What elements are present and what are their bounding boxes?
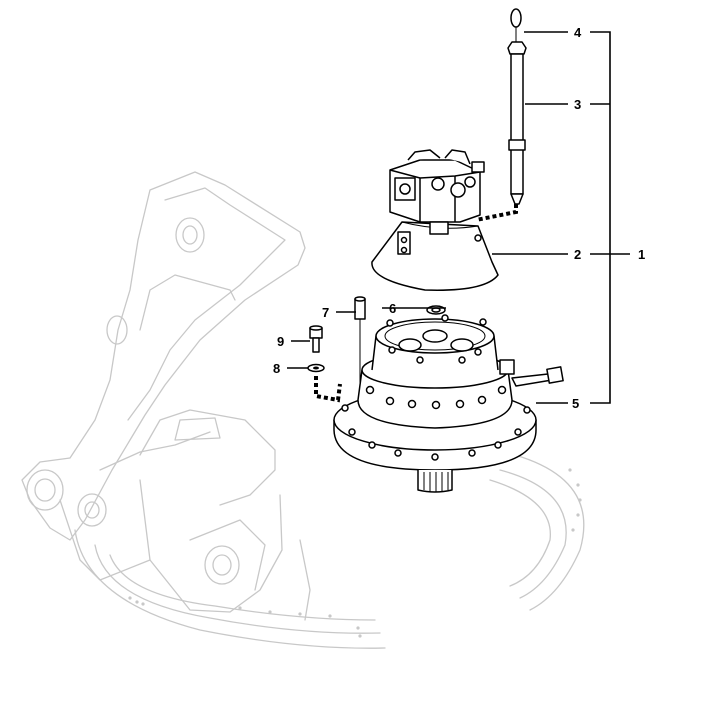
callout-6: 6 [389, 301, 396, 316]
callout-7: 7 [322, 305, 329, 320]
callout-2: 2 [574, 247, 581, 262]
callout-1: 1 [638, 247, 645, 262]
dipstick-assembly [475, 8, 527, 222]
leader-lines [287, 31, 630, 404]
bolt-and-washer [307, 325, 342, 403]
dowel-pin [354, 296, 366, 385]
callout-9: 9 [277, 334, 284, 349]
callout-8: 8 [273, 361, 280, 376]
callout-5: 5 [572, 396, 579, 411]
upper-frame-ghost [21, 171, 311, 621]
callout-4: 4 [574, 25, 582, 40]
slewing-ring-ghost [74, 454, 585, 649]
callout-3: 3 [574, 97, 581, 112]
swing-reduction-gearbox [333, 314, 564, 493]
swing-motor [371, 149, 499, 291]
